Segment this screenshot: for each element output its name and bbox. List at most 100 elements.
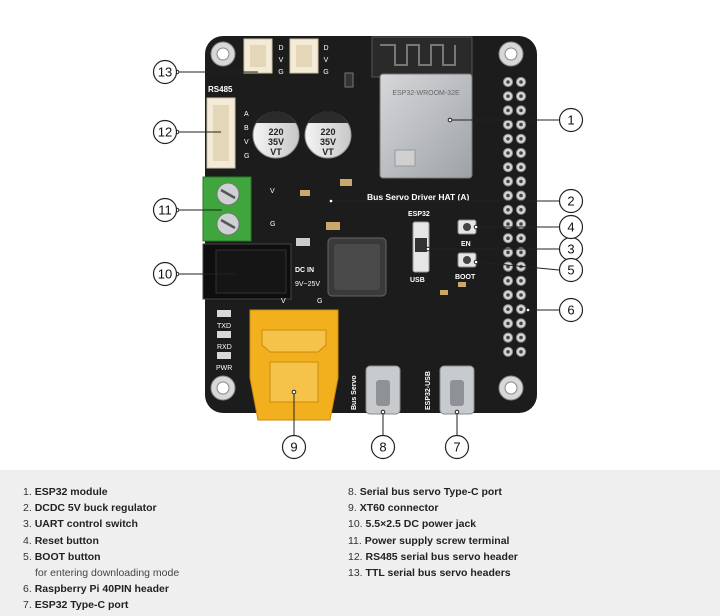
callout-circle <box>558 107 584 133</box>
callout-anchor-dot <box>473 224 479 230</box>
legend-item-text: UART control switch <box>34 518 138 531</box>
callout-anchor-dot <box>328 198 334 204</box>
callout-number: 12 <box>158 125 172 140</box>
cap2-line3: VT <box>322 147 334 157</box>
callout-circle <box>152 119 178 145</box>
legend-item-text: for entering downloading mode <box>35 567 180 580</box>
legend-item: 3. UART control switch <box>23 516 179 532</box>
legend-item-number: 3. <box>23 518 32 531</box>
gpio-pin-hole <box>519 151 523 155</box>
callout-number: 7 <box>453 440 460 455</box>
legend-item-text: ESP32 Type-C port <box>34 599 129 612</box>
esp32-module: ESP32-WROOM-32E <box>371 36 473 179</box>
legend-item: 13. TTL serial bus servo headers <box>348 565 518 581</box>
callout-number: 4 <box>567 220 574 235</box>
callout-number: 5 <box>567 263 574 278</box>
pin-g-2: G <box>323 69 328 76</box>
mounting-holes <box>210 41 524 401</box>
board-title: Bus Servo Driver HAT (A) <box>367 192 470 202</box>
gpio-pin-hole <box>519 165 523 169</box>
boot-button <box>457 252 477 268</box>
legend-item-text: TTL serial bus servo headers <box>365 567 511 580</box>
legend-item-number: 11. <box>348 534 362 547</box>
callout-number: 9 <box>290 440 297 455</box>
legend-item: 9. XT60 connector <box>348 500 518 516</box>
legend-item-text: Raspberry Pi 40PIN header <box>34 583 169 596</box>
rs485-servo-header <box>206 97 236 169</box>
legend-item-text: ESP32 module <box>34 486 108 498</box>
gpio-pin-hole <box>519 350 523 354</box>
rs485-label: RS485 <box>208 85 233 94</box>
legend-item-number: 1. <box>23 486 32 498</box>
pin-g-1: G <box>278 69 283 76</box>
ttl-servo-header-1 <box>243 38 273 74</box>
gpio-40pin-header <box>502 76 527 357</box>
gpio-pin-hole <box>506 80 510 84</box>
bus-servo-typec-port <box>365 365 401 415</box>
gpio-pin-hole <box>519 222 523 226</box>
callout-anchor-dot <box>380 409 386 415</box>
legend-item-number: 6. <box>23 583 32 596</box>
callout-circle <box>152 197 178 223</box>
gpio-pin-hole <box>506 264 510 269</box>
callout-anchor-dot <box>291 389 297 395</box>
status-leds <box>217 310 231 359</box>
legend-item-text: BOOT button <box>34 550 101 563</box>
legend-item-number: 7. <box>23 599 32 612</box>
rxd-label: RXD <box>217 344 232 351</box>
legend-item-text: Reset button <box>34 534 99 547</box>
esp32-usb-label: ESP32-USB <box>425 371 432 410</box>
gpio-pin-hole <box>519 321 523 326</box>
gpio-pin-hole <box>506 307 510 312</box>
callout-anchor-dot <box>473 259 479 265</box>
gpio-pin-hole <box>506 179 510 184</box>
esp32-typec-port <box>439 365 475 415</box>
callout-circle <box>558 188 584 214</box>
gpio-pin-hole <box>519 80 523 84</box>
gpio-pin-hole <box>506 165 510 169</box>
callout-circle <box>558 257 584 283</box>
legend-item: 10. 5.5×2.5 DC power jack <box>348 516 518 532</box>
gpio-pin-hole <box>506 122 510 127</box>
pin-d-1: D <box>278 45 283 52</box>
gpio-pin-hole <box>519 293 523 297</box>
legend-item: for entering downloading mode <box>23 565 179 581</box>
legend-item-text: Power supply screw terminal <box>364 534 510 547</box>
usb-switch-label: USB <box>410 277 425 284</box>
gpio-pin-hole <box>519 279 523 283</box>
gpio-pin-hole <box>519 122 523 127</box>
legend-item-number: 10. <box>348 518 363 531</box>
ttl-servo-header-2 <box>289 38 319 74</box>
callout-number: 13 <box>158 65 172 80</box>
legend-item: 7. ESP32 Type-C port <box>23 597 179 613</box>
legend-item-text: 5.5×2.5 DC power jack <box>365 518 477 531</box>
legend-item: 6. Raspberry Pi 40PIN header <box>23 581 179 597</box>
reset-button <box>457 219 477 235</box>
legend-item: 8. Serial bus servo Type-C port <box>348 484 518 500</box>
callout-leader-line <box>475 261 560 271</box>
legend-item: 11. Power supply screw terminal <box>348 533 518 549</box>
capacitor-2 <box>304 111 352 159</box>
cap1-line1: 220 <box>268 127 283 137</box>
bus-servo-label: Bus Servo <box>351 375 358 410</box>
dc-range-label: 9V~25V <box>295 281 320 288</box>
callout-circle <box>444 434 470 460</box>
legend-item-number: 13. <box>348 567 363 580</box>
callout-number: 10 <box>158 267 172 282</box>
cap2-line2: 35V <box>320 137 336 147</box>
gpio-pin-hole <box>506 108 510 113</box>
legend-item: 5. BOOT button <box>23 549 179 565</box>
cap1-line3: VT <box>270 147 282 157</box>
esp32-switch-label: ESP32 <box>408 211 430 218</box>
callout-circle <box>558 297 584 323</box>
callout-number: 11 <box>158 203 172 218</box>
pin-v-1: V <box>279 57 284 64</box>
callout-anchor-dot <box>525 307 531 313</box>
smd-diode <box>296 238 310 246</box>
callout-number: 8 <box>379 440 386 455</box>
gpio-pin-hole <box>506 236 510 240</box>
gpio-pin-hole <box>506 335 510 340</box>
legend-item: 4. Reset button <box>23 533 179 549</box>
